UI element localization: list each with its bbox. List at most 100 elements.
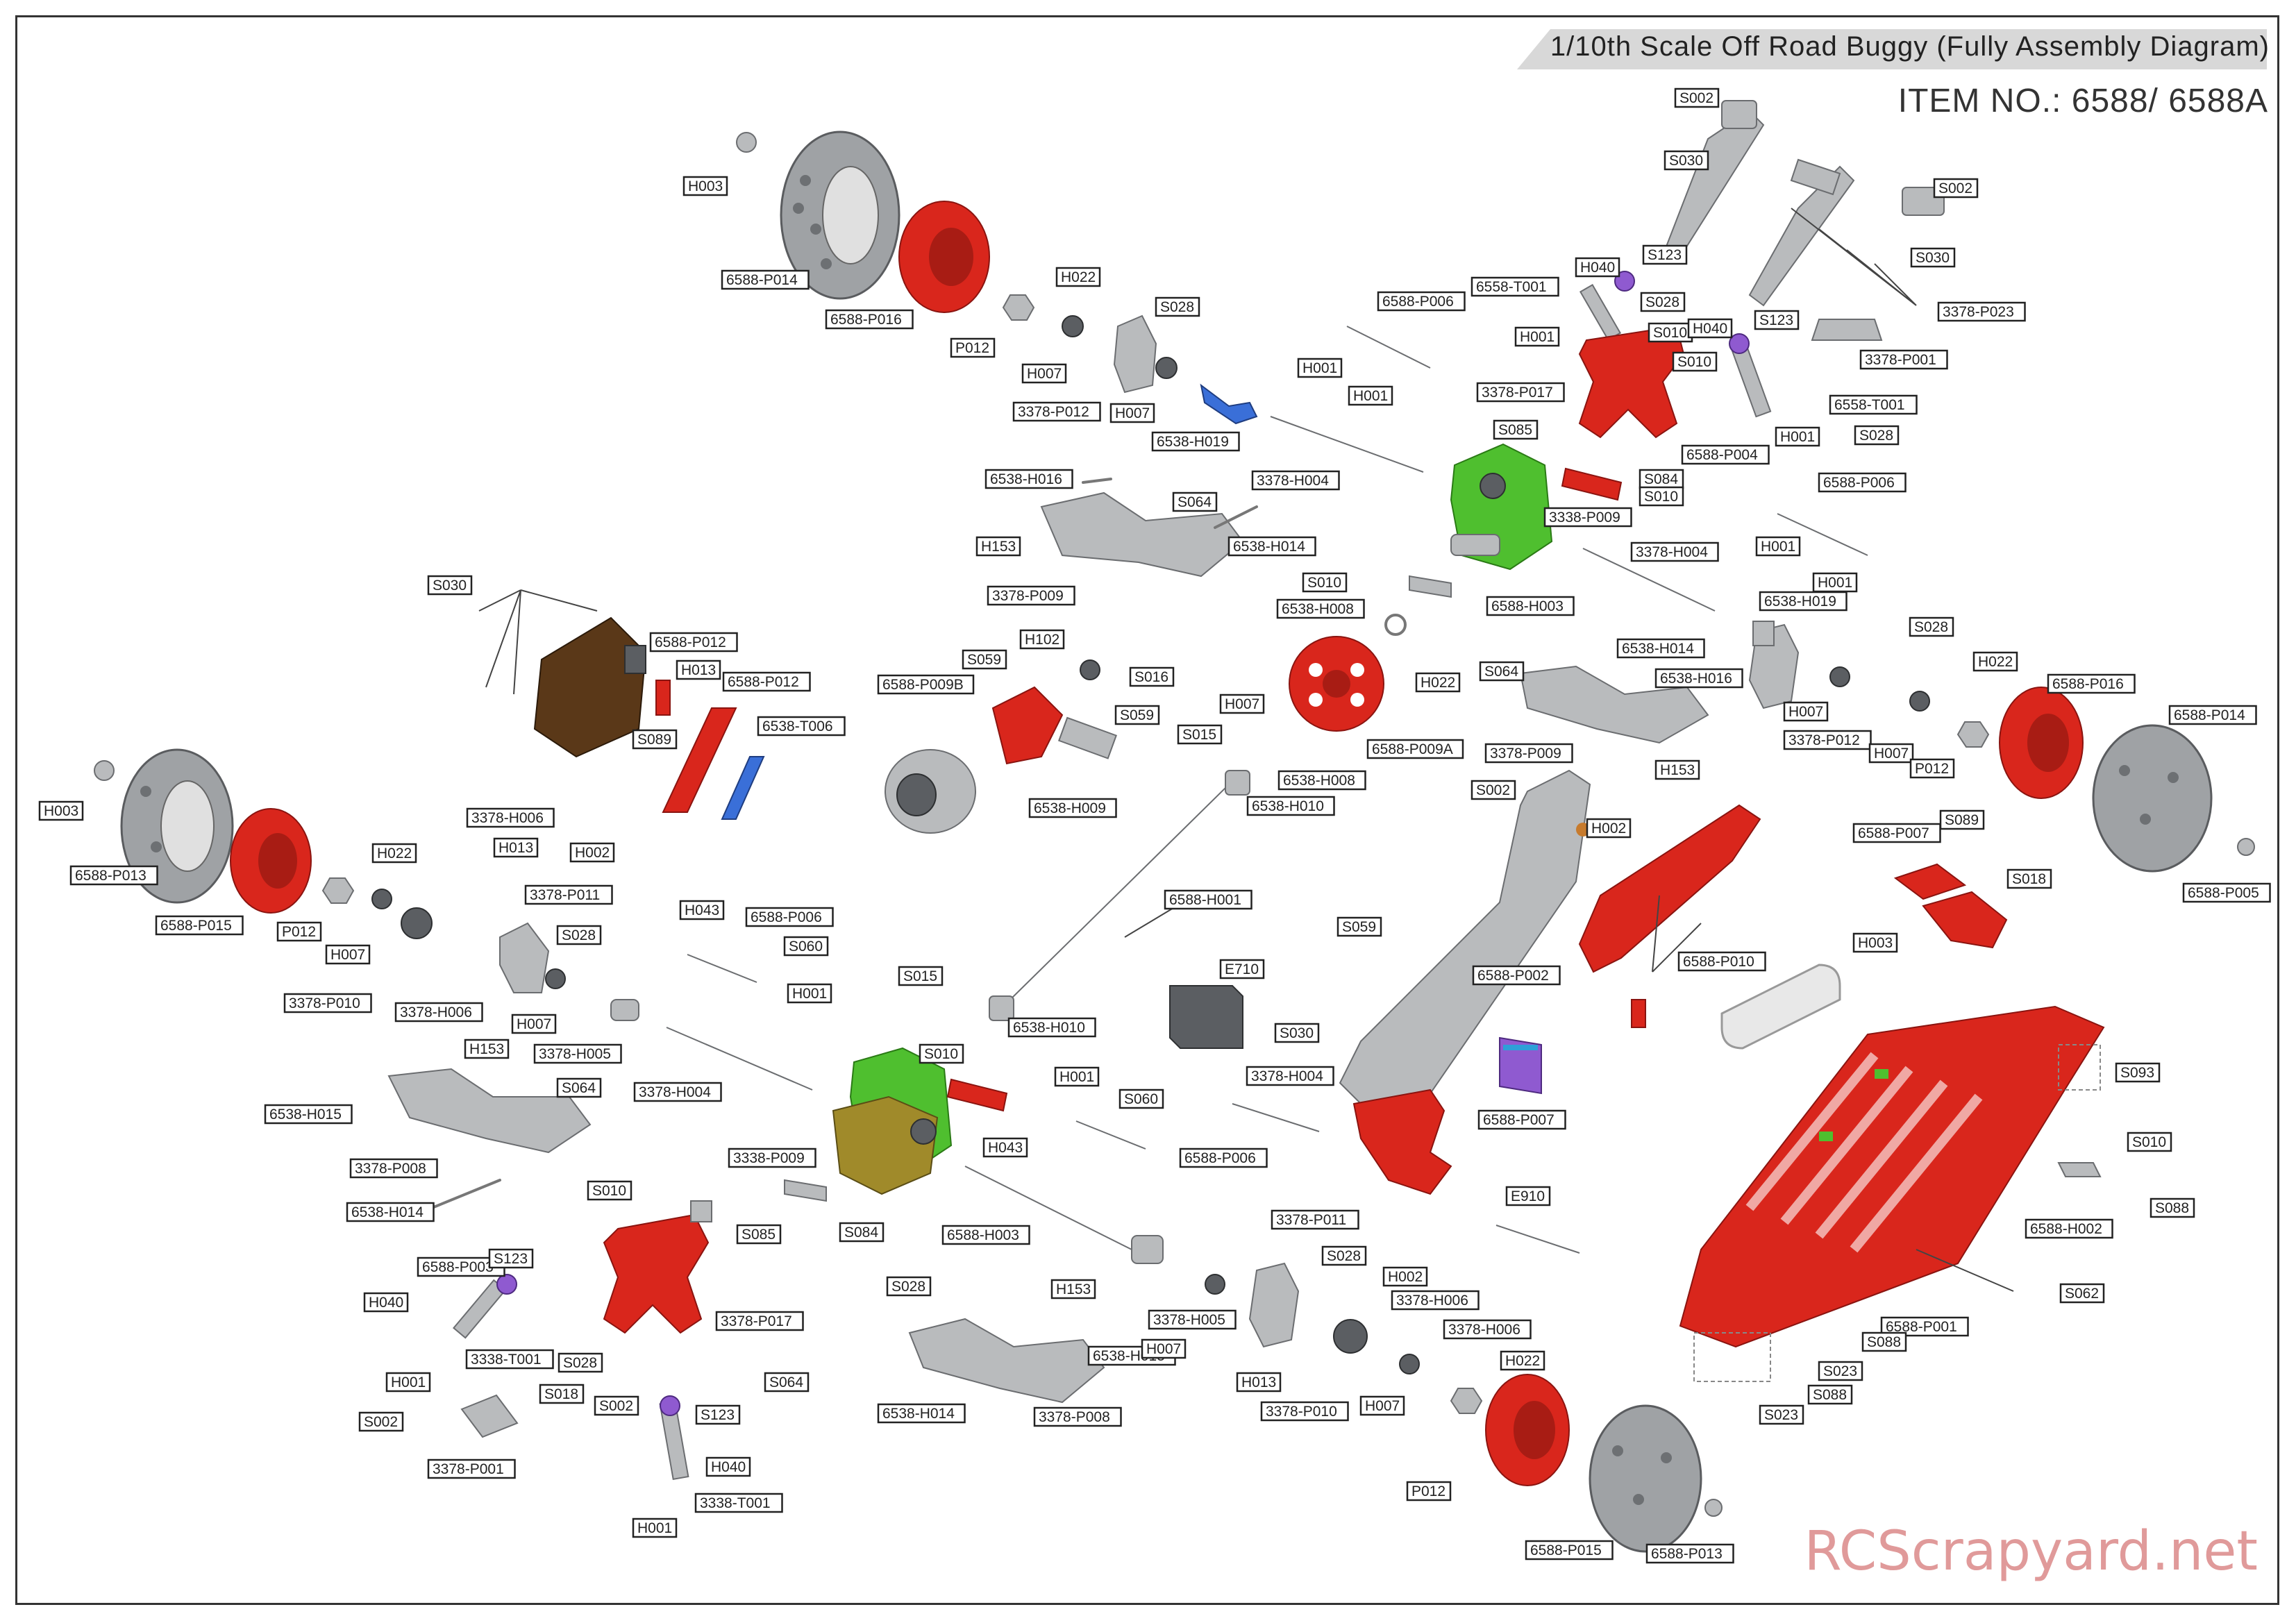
- bearing-top-1: [1062, 315, 1084, 337]
- part-label-text: H007: [1027, 366, 1062, 382]
- leader-6588-p005: [1652, 895, 1702, 973]
- bottom-tire: [1589, 1404, 1702, 1553]
- part-label: 3378-P001: [1859, 349, 1948, 370]
- part-label: S064: [1479, 661, 1525, 682]
- part-label: S016: [1129, 666, 1175, 687]
- part-label: H040: [705, 1456, 751, 1477]
- part-label: H022: [1972, 651, 2018, 672]
- part-label-text: S015: [1182, 727, 1216, 743]
- part-label: S088: [1807, 1384, 1853, 1405]
- part-label-text: S123: [494, 1251, 528, 1267]
- leader-s030: [478, 589, 598, 695]
- part-label: 3378-H006: [1391, 1290, 1480, 1311]
- front-left-rim: [898, 201, 990, 313]
- part-label-text: H153: [981, 539, 1016, 555]
- battery-pack: [1720, 964, 1841, 1050]
- part-label: 6538-H008: [1276, 598, 1365, 619]
- part-label-text: S010: [1644, 489, 1678, 505]
- body-mount-6588-p010-a: [1893, 863, 1967, 900]
- part-label: 3378-P009: [987, 585, 1075, 606]
- part-label: S010: [1672, 351, 1718, 372]
- front-arm-3378-p008-bottom: [908, 1318, 1105, 1404]
- part-label-text: 6588-P010: [1683, 954, 1754, 970]
- steering-link-blue: [721, 756, 765, 820]
- part-label: S060: [783, 936, 829, 957]
- part-label-text: H040: [1693, 321, 1727, 337]
- part-label: 6588-P016: [825, 309, 914, 330]
- deck-post: [1631, 999, 1646, 1028]
- part-label: 6538-H014: [1616, 638, 1705, 659]
- part-label: 3378-P010: [283, 993, 372, 1014]
- part-label: S028: [558, 1352, 603, 1373]
- part-label: H153: [464, 1038, 510, 1059]
- part-label-text: S030: [433, 578, 467, 594]
- part-label-text: 3378-P011: [1276, 1212, 1346, 1228]
- part-label-text: 3338-P009: [733, 1150, 805, 1166]
- part-label-text: 3378-H006: [1396, 1293, 1468, 1309]
- part-label: 6588-P007: [1852, 823, 1941, 843]
- part-label: 3378-H004: [633, 1082, 722, 1102]
- part-label-text: S088: [1813, 1387, 1847, 1403]
- part-label: 3378-H004: [1251, 470, 1340, 491]
- part-label: 6538-H019: [1759, 591, 1847, 612]
- cup-6538-h010-top: [1225, 770, 1250, 796]
- part-label-text: 6538-H010: [1252, 798, 1324, 814]
- part-label-text: H022: [1505, 1353, 1540, 1369]
- part-label-text: S002: [364, 1414, 398, 1430]
- wing-mount-assembly: [1665, 100, 1945, 307]
- title-banner: [1517, 29, 2267, 69]
- part-label-text: 3378-H006: [400, 1004, 472, 1020]
- part-label: H153: [1654, 759, 1700, 780]
- part-label-text: 3378-P010: [1266, 1404, 1337, 1420]
- part-label-text: H013: [498, 840, 533, 856]
- part-label-text: H007: [1115, 405, 1150, 421]
- part-label-text: 6588-P014: [726, 272, 798, 288]
- part-label-text: 3378-P001: [1865, 352, 1936, 368]
- bumper-plate-6588-h002: [2057, 1162, 2102, 1177]
- part-label-text: H153: [469, 1041, 504, 1057]
- part-label-text: 3378-P001: [433, 1461, 504, 1477]
- part-label-text: H001: [1761, 539, 1795, 555]
- motor-mount-6588-p009b: [991, 686, 1064, 765]
- part-label-text: 6588-P009B: [882, 677, 964, 693]
- part-label: 3378-P010: [1260, 1401, 1349, 1422]
- bumper-3378-p001: [460, 1394, 519, 1438]
- part-label: S028: [1155, 296, 1200, 317]
- dogbone-3378-h004-right: [1582, 548, 1716, 612]
- part-label: S010: [1648, 322, 1693, 343]
- part-label: 6538-H016: [1654, 668, 1743, 689]
- part-label-text: H002: [1388, 1269, 1423, 1285]
- part-label-text: S023: [1764, 1407, 1798, 1423]
- part-label-text: 6588-P014: [2174, 707, 2245, 723]
- hex-hub-bottom: [1450, 1388, 1483, 1414]
- part-label: 3378-H006: [394, 1002, 483, 1023]
- part-label-text: H002: [575, 845, 610, 861]
- part-label-text: S002: [1679, 90, 1713, 106]
- brace-6588-h003-left: [784, 1179, 827, 1202]
- part-label: S089: [1939, 809, 1985, 830]
- part-label-text: H022: [377, 846, 412, 861]
- part-label-text: H001: [1818, 575, 1852, 591]
- part-label-text: 3338-T001: [700, 1495, 771, 1511]
- part-label-text: 6588-P016: [830, 312, 902, 328]
- part-label-text: 3378-P009: [1490, 746, 1561, 762]
- cup-6538-h010-bottom: [989, 995, 1014, 1021]
- part-label: H002: [1382, 1266, 1428, 1287]
- part-label-text: 6538-H016: [1660, 671, 1732, 687]
- part-label-text: 6588-P004: [1686, 447, 1758, 463]
- part-label: S002: [1674, 87, 1720, 108]
- part-label: H001: [1297, 358, 1343, 378]
- hex-hub-left: [321, 877, 355, 904]
- part-label: 6588-P004: [1681, 444, 1770, 465]
- part-label-text: 6588-P007: [1858, 825, 1929, 841]
- axle-3378-h005: [610, 999, 639, 1021]
- leader-3378-p023: [1791, 208, 1917, 306]
- part-label-text: H007: [517, 1016, 551, 1032]
- turnbuckle-6588-p006-center: [1075, 1120, 1146, 1150]
- part-label: H007: [1021, 363, 1067, 384]
- part-label: 6588-P013: [69, 865, 158, 886]
- drive-cup-blue: [1200, 383, 1258, 425]
- part-label: H007: [1868, 743, 1914, 764]
- brace-6588-h003: [1409, 575, 1452, 598]
- part-label-text: H013: [1241, 1374, 1276, 1390]
